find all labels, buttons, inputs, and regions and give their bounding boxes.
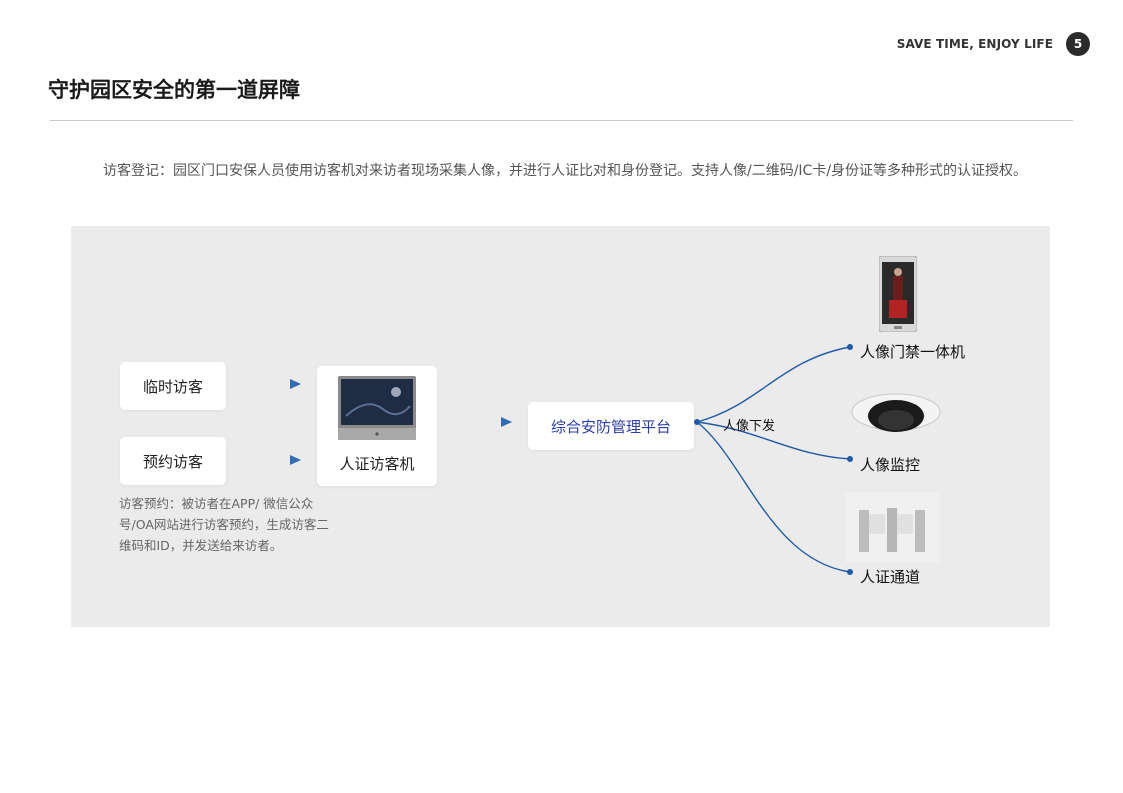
booked-visitor-label: 预约访客 [142, 452, 203, 471]
platform-label: 综合安防管理平台 [550, 417, 671, 436]
kiosk-box: 人证访客机 [317, 366, 437, 486]
device-label-access-terminal: 人像门禁一体机 [860, 343, 966, 361]
page-title: 守护园区安全的第一道屏障 [48, 78, 300, 102]
temp-visitor-box: 临时访客 [120, 362, 226, 410]
kiosk-label: 人证访客机 [339, 455, 415, 473]
device-label-gate: 人证通道 [860, 568, 921, 586]
booked-visitor-box: 预约访客 [120, 437, 226, 485]
booking-note: 访客预约：被访者在APP/ 微信公众号/OA网站进行访客预约，生成访客二维码和I… [119, 496, 329, 553]
edge-label-face-push: 人像下发 [723, 419, 776, 434]
intro-paragraph: 访客登记：园区门口安保人员使用访客机对来访者现场采集人像，并进行人证比对和身份登… [103, 163, 1028, 179]
visitor-kiosk-image [338, 376, 416, 440]
temp-visitor-label: 临时访客 [142, 377, 203, 396]
header-slogan: SAVE TIME, ENJOY LIFE [896, 37, 1053, 51]
page-number-badge: 5 [1066, 32, 1090, 56]
device-label-camera: 人像监控 [860, 456, 921, 474]
turnstile-gate-image [845, 492, 940, 562]
access-terminal-image [879, 256, 917, 332]
dome-camera-image [851, 393, 941, 432]
title-divider [50, 120, 1073, 121]
platform-box: 综合安防管理平台 [528, 402, 694, 450]
